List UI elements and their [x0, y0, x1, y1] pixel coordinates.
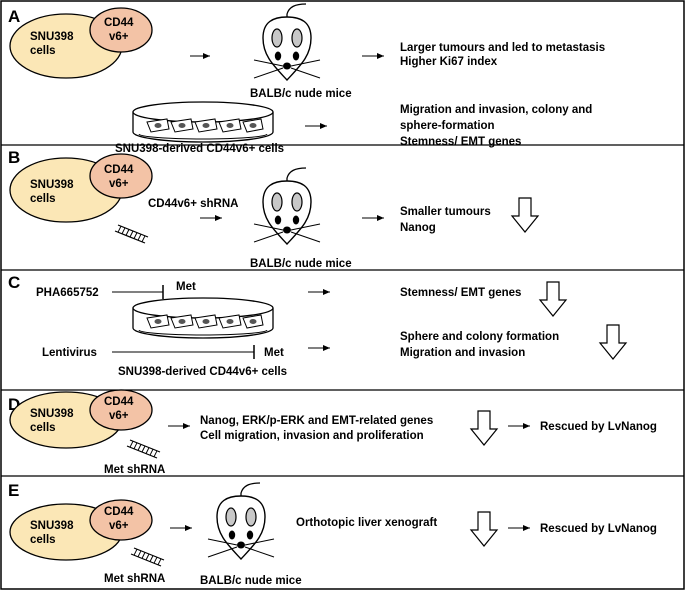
cells-label-l1: SNU398 — [30, 31, 74, 43]
result-line-2: Nanog — [400, 222, 436, 234]
met-label-top: Met — [176, 281, 196, 293]
shrna-ladder-icon — [114, 224, 149, 244]
result-line-1: Smaller tumours — [400, 206, 491, 218]
down-arrow-icon — [539, 281, 567, 317]
result-line-1: Larger tumours and led to metastasis — [400, 42, 605, 54]
down-arrow-icon — [470, 511, 498, 547]
cd44-label-l2: v6+ — [109, 178, 129, 190]
shrna-label: CD44v6+ shRNA — [148, 198, 238, 210]
cd44-label-l2: v6+ — [109, 31, 129, 43]
down-arrow-icon — [511, 197, 539, 233]
rescue-label: Rescued by LvNanog — [540, 421, 657, 433]
result-line-2: Higher Ki67 index — [400, 56, 498, 68]
panel-a: A SNU398 cells CD44 v6+ BALB/c nude mice… — [8, 3, 605, 155]
panel-e-label: E — [8, 481, 19, 500]
cd44v6-cell-icon — [89, 499, 153, 541]
mouse-icon — [253, 167, 321, 245]
panel-e: E SNU398 cells CD44 v6+ Met shRNA BALB/c… — [8, 481, 657, 587]
cd44-label-l1: CD44 — [104, 396, 134, 408]
mouse-label: BALB/c nude mice — [250, 258, 352, 270]
panel-a-label: A — [8, 7, 20, 26]
cd44v6-cell-icon — [89, 389, 153, 431]
down-arrow-icon — [470, 410, 498, 446]
result-bottom-line-1: Sphere and colony formation — [400, 331, 559, 343]
mouse-label: BALB/c nude mice — [250, 88, 352, 100]
cd44v6-cell-icon — [89, 153, 153, 199]
shrna-ladder-icon — [130, 547, 165, 567]
cells-label-l1: SNU398 — [30, 179, 74, 191]
cells-label-l1: SNU398 — [30, 408, 74, 420]
cells-label-l2: cells — [30, 193, 56, 205]
cd44-label-l1: CD44 — [104, 164, 134, 176]
result-label: Orthotopic liver xenograft — [296, 517, 437, 529]
cd44-label-l1: CD44 — [104, 17, 134, 29]
cd44-label-l1: CD44 — [104, 506, 134, 518]
dish-result-line-2: sphere-formation — [400, 120, 495, 132]
dish-result-line-3: Stemness/ EMT genes — [400, 136, 521, 148]
mouse-icon — [253, 3, 321, 81]
panel-c: C PHA665752 Met Stemness/ EMT genes Lent… — [8, 273, 627, 378]
panel-c-label: C — [8, 273, 20, 292]
shrna-label: Met shRNA — [104, 573, 165, 585]
cd44-label-l2: v6+ — [109, 410, 129, 422]
mouse-icon — [207, 482, 275, 560]
result-line-2: Cell migration, invasion and proliferati… — [200, 430, 424, 442]
cells-label-l2: cells — [30, 534, 56, 546]
met-label-bottom: Met — [264, 347, 284, 359]
panel-d: D SNU398 cells CD44 v6+ Met shRNA Nanog,… — [8, 389, 657, 476]
shrna-ladder-icon — [126, 439, 161, 459]
inhibitor-label: PHA665752 — [36, 287, 99, 299]
cells-label-l2: cells — [30, 45, 56, 57]
shrna-label: Met shRNA — [104, 464, 165, 476]
dish-result-line-1: Migration and invasion, colony and — [400, 104, 592, 116]
lentivirus-label: Lentivirus — [42, 347, 97, 359]
rescue-label: Rescued by LvNanog — [540, 523, 657, 535]
panel-b-label: B — [8, 148, 20, 167]
down-arrow-icon — [599, 324, 627, 360]
result-line-1: Nanog, ERK/p-ERK and EMT-related genes — [200, 415, 433, 427]
mouse-label: BALB/c nude mice — [200, 575, 302, 587]
dish-label: SNU398-derived CD44v6+ cells — [115, 143, 284, 155]
cd44v6-cell-icon — [89, 7, 153, 53]
petri-dish-icon — [132, 101, 274, 143]
cells-label-l2: cells — [30, 422, 56, 434]
cd44-label-l2: v6+ — [109, 520, 129, 532]
cells-label-l1: SNU398 — [30, 520, 74, 532]
petri-dish-icon — [132, 297, 274, 339]
result-bottom-line-2: Migration and invasion — [400, 347, 525, 359]
panel-b: B SNU398 cells CD44 v6+ CD44v6+ shRNA BA… — [8, 148, 539, 270]
dish-label: SNU398-derived CD44v6+ cells — [118, 366, 287, 378]
result-top: Stemness/ EMT genes — [400, 287, 521, 299]
